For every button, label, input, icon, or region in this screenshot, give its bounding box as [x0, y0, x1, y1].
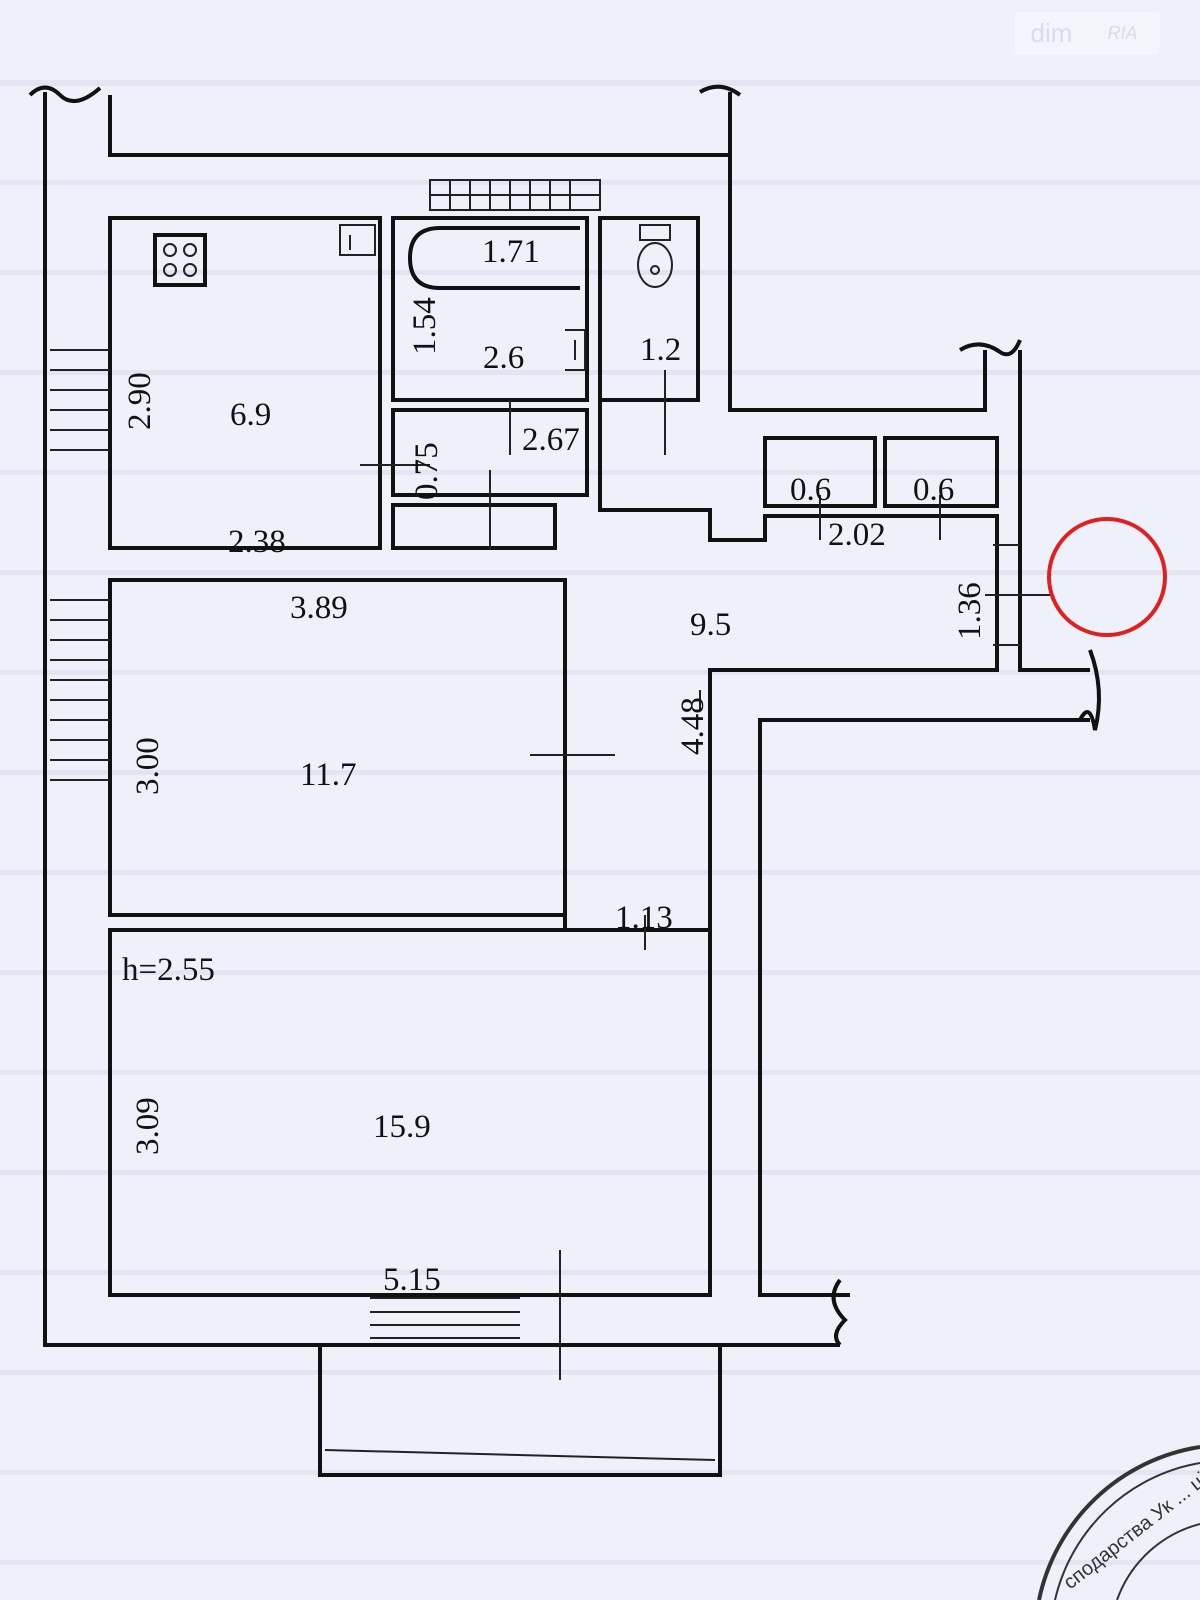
bathroom-area: 2.6: [483, 340, 524, 376]
stairs-icon: [370, 1297, 520, 1339]
hall-depth-dim: 1.36: [952, 582, 988, 640]
kitchen-area: 6.9: [230, 397, 271, 433]
bathroom-outline: [391, 216, 589, 402]
room-2-height-dim: 3.09: [130, 1097, 166, 1155]
stairs-icon: [50, 599, 110, 781]
marker-circle: [1047, 517, 1167, 637]
room-1-outline: [108, 578, 567, 917]
corridor-length-dim: 2.67: [522, 422, 580, 458]
hall-area: 9.5: [690, 607, 731, 643]
stove-icon: [153, 233, 207, 287]
watermark-brand: dim: [1030, 17, 1073, 48]
hall-length-dim: 4.48: [675, 697, 711, 755]
watermark-brand2: RIA: [1107, 22, 1138, 43]
wc-outline: [598, 216, 700, 402]
closet-2-area: 0.6: [913, 472, 954, 508]
balcony-outline: [318, 1343, 722, 1477]
stairs-icon: [50, 349, 110, 451]
stamp: сподарства Ук ... ційна арх: [1037, 1425, 1200, 1600]
room-2-width-dim: 5.15: [383, 1262, 441, 1298]
door-marks: [360, 370, 1050, 1380]
hall-outline: [598, 400, 999, 930]
hall-width-dim: 2.02: [828, 517, 886, 553]
kitchen-height-dim: 2.90: [122, 372, 158, 430]
bathroom-width-dim: 1.71: [482, 234, 540, 270]
watermark: dim RIA: [1015, 12, 1159, 54]
room-1-width-dim: 3.89: [290, 590, 348, 626]
kitchen-outline: [108, 216, 382, 550]
storage-outline: [391, 503, 557, 550]
kitchen-width-dim: 2.38: [228, 524, 286, 560]
passage-dim: 1.13: [615, 900, 673, 936]
room-1-area: 11.7: [300, 757, 357, 793]
room-2-outline: [108, 928, 712, 1297]
wc-area: 1.2: [640, 332, 681, 368]
corridor-width-dim: 0.75: [409, 442, 445, 500]
bathroom-height-dim: 1.54: [407, 297, 443, 355]
sink-icon: [339, 224, 376, 256]
exterior-walls: [28, 84, 1101, 1347]
room-1-height-dim: 3.00: [130, 737, 166, 795]
toilet-icon: [637, 224, 673, 288]
window-radiator-icon: [429, 179, 601, 211]
room-2-area: 15.9: [373, 1109, 431, 1145]
ceiling-height: h=2.55: [122, 952, 215, 988]
bathtub-icon: [407, 226, 580, 290]
closet-1-area: 0.6: [790, 472, 831, 508]
washbasin-icon: [565, 329, 586, 371]
